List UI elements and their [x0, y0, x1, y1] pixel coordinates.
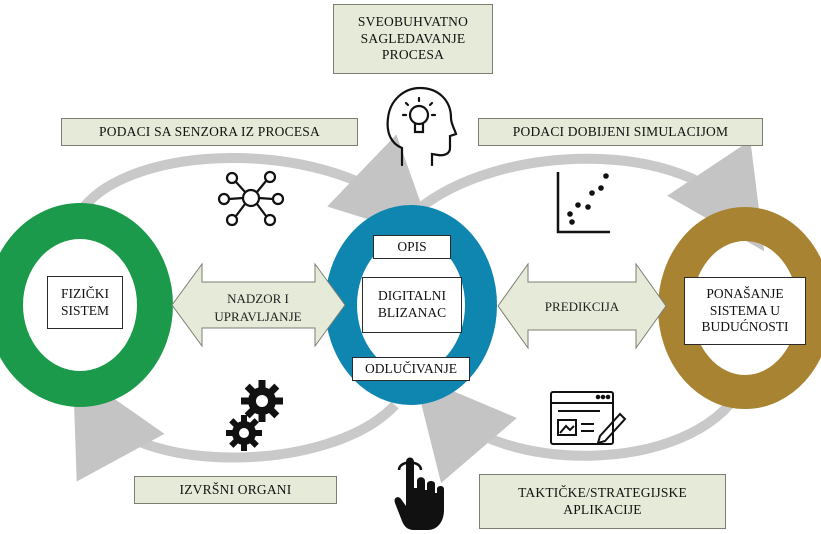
executive-organs-box: IZVRŠNI ORGANI: [134, 476, 337, 504]
monitoring-control-arrow: [171, 262, 346, 348]
head-bulb-icon: [386, 86, 458, 167]
decision-making-label: ODLUČIVANJE: [352, 357, 470, 381]
network-icon: [217, 170, 285, 227]
applications-box: TAKTIČKE/STRATEGIJSKE APLIKACIJE: [479, 474, 726, 529]
pointing-hand-icon: [394, 457, 444, 530]
prediction-label: PREDIKCIJA: [544, 299, 620, 314]
prediction-arrow: [497, 262, 667, 350]
flow-arrow-top-right: [411, 140, 765, 252]
flow-arrow-bottom-right: [413, 374, 745, 484]
flow-arrow-top-left: [75, 134, 434, 240]
scatter-plot-icon: [556, 172, 610, 234]
future-behavior-label: PONAŠANJE SISTEMA U BUDUĆNOSTI: [684, 277, 806, 345]
digital-twin-label: DIGITALNI BLIZANAC: [362, 277, 462, 333]
monitoring-control-label: NADZOR I UPRAVLJANJE: [214, 291, 302, 324]
form-edit-icon: [550, 391, 627, 445]
flow-arrow-bottom-left: [72, 369, 399, 482]
comprehensive-view-box: SVEOBUHVATNO SAGLEDAVANJE PROCESA: [333, 4, 493, 74]
gears-icon: [226, 380, 283, 451]
sensor-data-box: PODACI SA SENZORA IZ PROCESA: [61, 118, 358, 146]
simulation-data-box: PODACI DOBIJENI SIMULACIJOM: [478, 118, 763, 146]
future-behavior-ring: [658, 207, 821, 409]
physical-system-label: FIZIČKI SISTEM: [47, 276, 123, 329]
physical-system-ring: [0, 203, 173, 407]
description-label: OPIS: [373, 235, 451, 259]
